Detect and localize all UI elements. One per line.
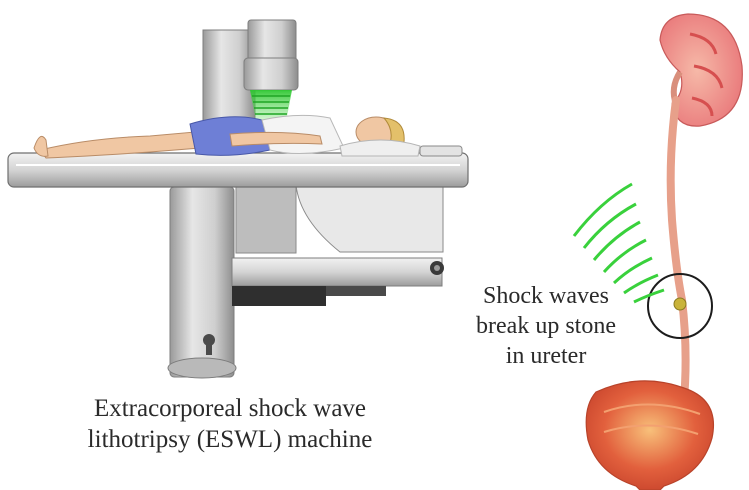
ureter-caption-line-2: break up stone <box>476 313 616 339</box>
ureter-caption-line-1: Shock waves <box>483 283 609 309</box>
kidney-stone <box>674 298 686 310</box>
patient-figure <box>34 115 420 158</box>
machine-caption-line-1: Extracorporeal shock wave <box>94 395 366 422</box>
bladder <box>586 381 713 490</box>
eswl-machine <box>8 20 468 378</box>
ureter-caption-line-3: in ureter <box>506 343 587 369</box>
ureter-caption: Shock waves break up stone in ureter <box>448 281 644 371</box>
urinary-anatomy <box>574 14 742 490</box>
ureter <box>671 100 686 400</box>
machine-caption: Extracorporeal shock wave lithotripsy (ES… <box>40 393 420 455</box>
machine-caption-line-2: lithotripsy (ESWL) machine <box>88 426 373 453</box>
